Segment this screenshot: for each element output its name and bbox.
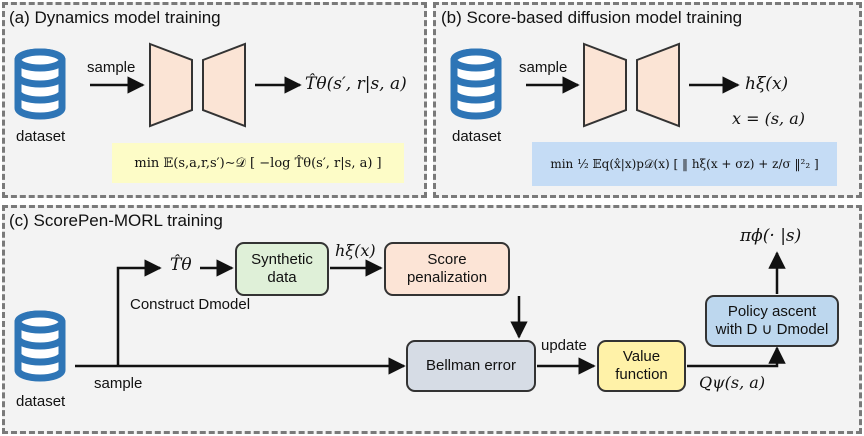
q-function-label: Qψ(s, a) [699,373,766,392]
panel-b-title: (b) Score-based diffusion model training [441,8,743,27]
dynamics-model-label: T̂θ [170,255,192,275]
database-icon-c [18,314,62,378]
sample-label-a: sample [87,59,136,76]
sample-label-c: sample [94,375,143,392]
dynamics-output-label: T̂θ(s′, r|s, a) [305,74,407,94]
panel-c-title: (c) ScorePen-MORL training [9,211,223,230]
bellman-error-box: Bellman error [406,340,536,392]
x-definition: x = (s, a) [732,109,806,128]
sample-label-b: sample [519,59,568,76]
score-function-label: hξ(x) [335,241,376,260]
encoder-shape-b [583,42,627,128]
score-penalization-box: Score penalization [384,242,510,296]
value-function-box: Value function [597,340,686,392]
synthetic-data-box: Synthetic data [235,242,329,296]
panel-a-title: (a) Dynamics model training [9,8,221,27]
update-label: update [541,337,587,354]
diffusion-objective: min ½ 𝔼q(x̂|x)p𝒟(x) [ ‖ hξ(x + σz) + z/σ… [532,142,837,186]
database-icon-a [18,52,62,116]
encoder-shape-a [149,42,193,128]
dataset-label-c: dataset [16,393,66,410]
decoder-shape-b [636,42,680,128]
database-icon-b [454,52,498,116]
arrow-construct [116,259,162,366]
arrow-q-to-policy [687,346,786,368]
score-output-label: hξ(x) [745,74,789,94]
dynamics-objective: min 𝔼(s,a,r,s′)∼𝒟 [ −log T̂θ(s′, r|s, a)… [112,143,404,183]
dataset-label-a: dataset [16,128,66,145]
decoder-shape-a [202,42,246,128]
policy-ascent-box: Policy ascent with D ∪ Dmodel [705,295,839,347]
dataset-label-b: dataset [452,128,502,145]
construct-label: Construct Dmodel [130,296,251,313]
policy-output-label: πϕ(· |s) [740,226,802,246]
